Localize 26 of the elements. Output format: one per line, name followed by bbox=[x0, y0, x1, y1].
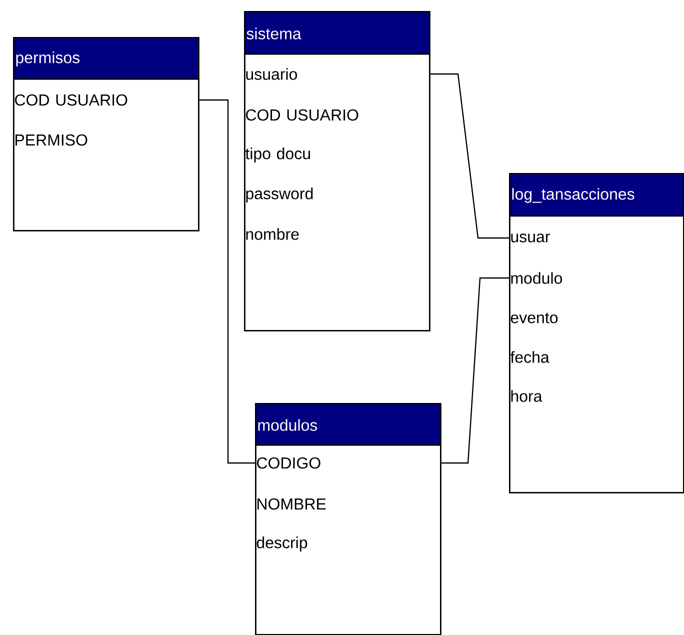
field-name: COD USUARIO bbox=[15, 94, 128, 106]
table-box bbox=[13, 37, 200, 232]
table-box bbox=[509, 173, 684, 494]
table-title: log_tansacciones bbox=[512, 188, 634, 203]
field-name: descrip bbox=[256, 536, 308, 552]
field-name: COD USUARIO bbox=[246, 109, 358, 121]
field-name: PERMISO bbox=[16, 134, 88, 146]
field-name: tipo docu bbox=[245, 148, 310, 162]
field-name: fecha bbox=[510, 351, 550, 363]
table-box bbox=[244, 11, 430, 332]
table-title: permisos bbox=[16, 52, 80, 66]
field-name: usuar bbox=[511, 234, 550, 242]
field-name: usuario bbox=[246, 68, 297, 80]
field-name: nombre bbox=[246, 228, 299, 240]
table-box bbox=[255, 403, 442, 635]
connector-line bbox=[199, 99, 255, 464]
field-name: password bbox=[246, 188, 313, 202]
connector-line bbox=[430, 73, 509, 239]
field-name: evento bbox=[510, 312, 558, 324]
field-name: hora bbox=[511, 390, 542, 402]
table-title: modulos bbox=[258, 419, 318, 431]
field-name: modulo bbox=[511, 272, 562, 284]
field-name: NOMBRE bbox=[258, 498, 326, 510]
field-name: CODIGO bbox=[257, 457, 320, 469]
connector-line bbox=[441, 277, 509, 464]
table-title: sistema bbox=[246, 28, 302, 40]
